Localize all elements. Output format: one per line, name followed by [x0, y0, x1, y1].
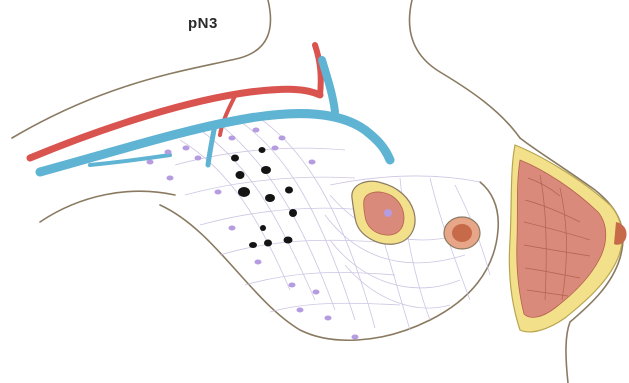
nipple-center	[452, 224, 472, 242]
metastatic-node	[264, 240, 272, 247]
lymph-node	[297, 308, 304, 313]
lymph-node	[253, 128, 260, 133]
lymph-node	[272, 146, 279, 151]
chest-outline-lower	[430, 182, 498, 320]
metastatic-node	[231, 155, 239, 162]
lymph-node	[279, 136, 286, 141]
artery	[30, 45, 321, 158]
primary-tumor	[352, 181, 415, 244]
neck-outline-right	[409, 0, 520, 138]
lymphatic-mesh	[175, 115, 490, 330]
nipple	[444, 217, 480, 249]
lymph-node	[165, 150, 172, 155]
lymph-node	[313, 290, 320, 295]
artery-branch	[220, 96, 235, 135]
metastatic-node	[238, 187, 250, 197]
lymph-node	[215, 190, 222, 195]
metastatic-node	[259, 147, 266, 153]
lymph-node	[195, 156, 202, 161]
metastatic-node	[289, 209, 297, 217]
metastatic-node	[265, 194, 275, 202]
metastatic-node	[261, 166, 271, 174]
lymph-node	[255, 260, 262, 265]
metastatic-node	[236, 171, 245, 179]
lymph-node	[183, 146, 190, 151]
stage-label: pN3	[188, 15, 218, 32]
lymph-node	[309, 160, 316, 165]
tumor-lymph-focus	[384, 209, 392, 217]
carotid-artery	[315, 45, 321, 95]
lymph-node	[229, 136, 236, 141]
lymph-node	[147, 160, 154, 165]
metastatic-node	[284, 237, 293, 244]
arm-outline-top	[40, 191, 175, 222]
vein-branch	[208, 125, 215, 165]
lymph-node	[229, 226, 236, 231]
vein	[40, 60, 390, 172]
nipple-side	[614, 222, 627, 245]
breast-cross-section	[509, 145, 626, 332]
metastatic-node	[260, 225, 266, 231]
metastatic-node	[285, 187, 293, 194]
lymph-node	[289, 283, 296, 288]
lymph-node	[167, 176, 174, 181]
metastatic-node	[249, 242, 257, 248]
healthy-lymph-nodes	[147, 128, 359, 340]
jugular-vein	[322, 60, 335, 112]
lymph-node	[325, 316, 332, 321]
lymph-node	[352, 335, 359, 340]
